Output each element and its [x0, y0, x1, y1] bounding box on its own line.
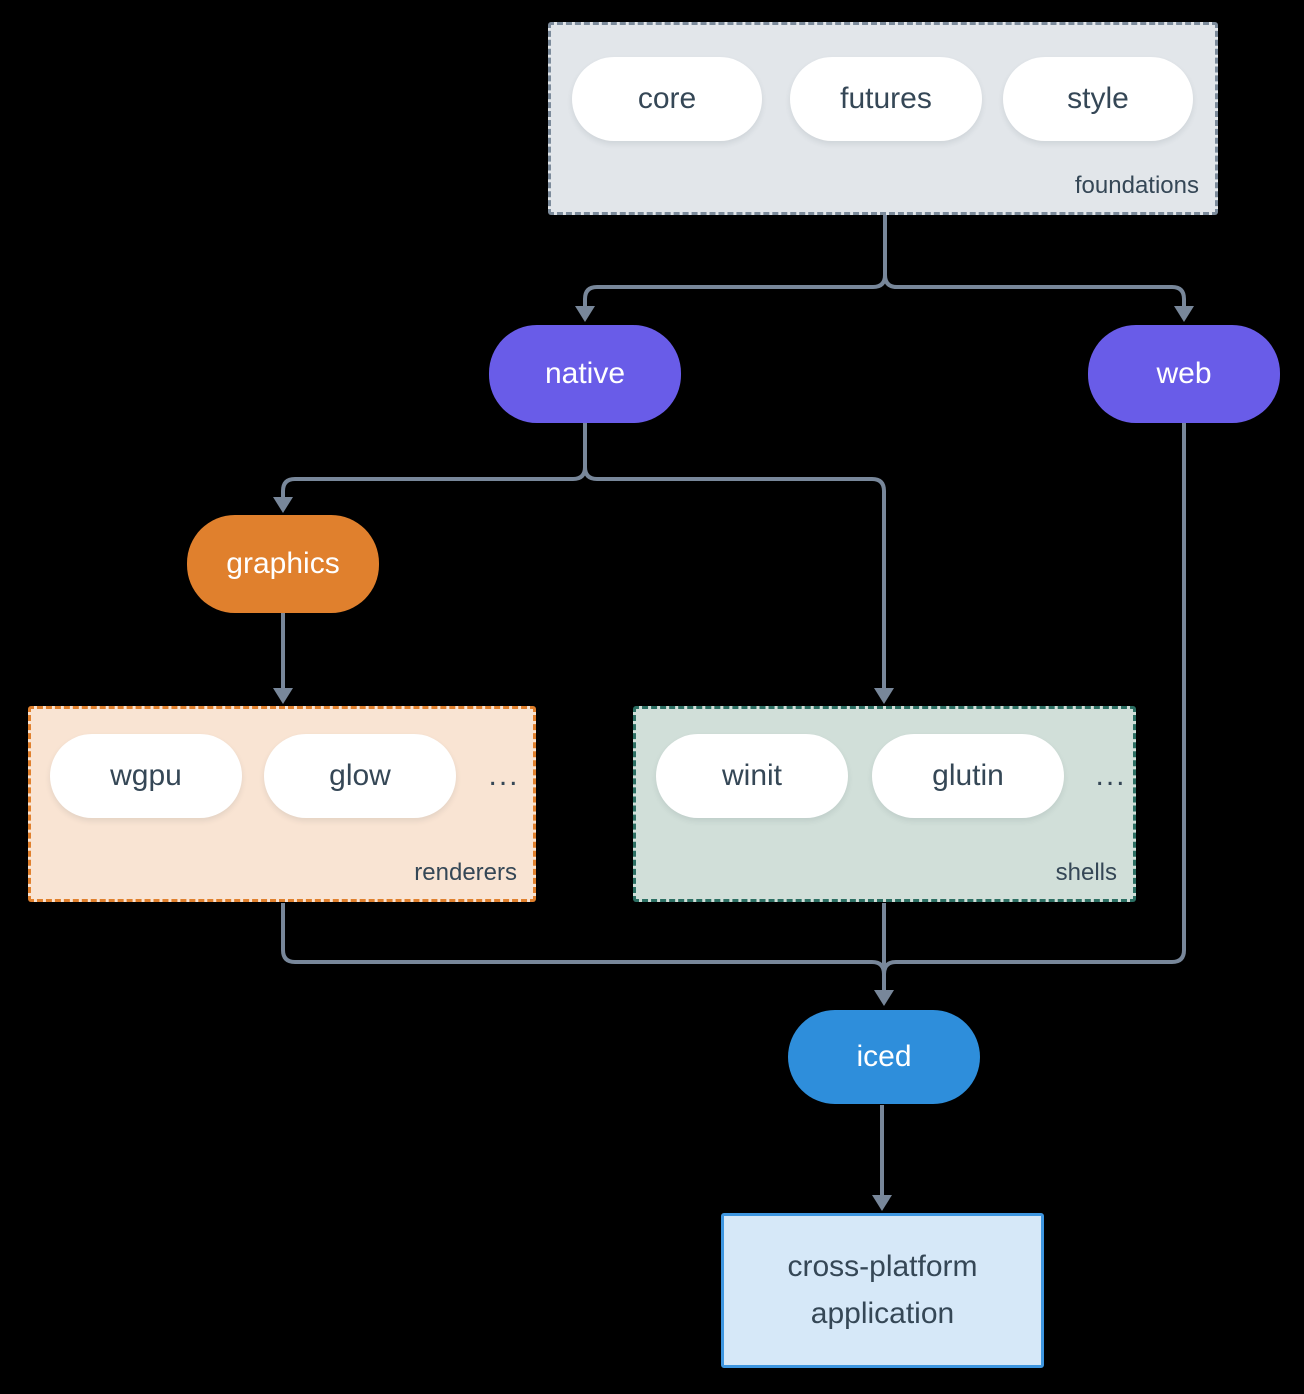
group-renderers-label: renderers: [414, 859, 517, 886]
node-web: web: [1088, 325, 1280, 423]
arrowhead-native: [575, 306, 595, 322]
node-graphics: graphics: [187, 515, 379, 613]
renderers-ellipsis: ...: [488, 759, 520, 792]
edge-native-shells: [583, 423, 886, 688]
node-cross-platform-application: cross-platform application: [721, 1213, 1044, 1368]
edge-foundations-web: [883, 215, 1186, 306]
edge-native-graphics: [281, 423, 587, 497]
arrowhead-renderers: [273, 688, 293, 704]
node-core: core: [572, 57, 762, 141]
shells-ellipsis: ...: [1095, 759, 1127, 792]
arrowhead-web: [1174, 306, 1194, 322]
node-style: style: [1003, 57, 1193, 141]
node-winit: winit: [656, 734, 848, 818]
arrowhead-iced: [874, 990, 894, 1006]
node-futures: futures: [790, 57, 982, 141]
arrowhead-graphics: [273, 497, 293, 513]
node-iced: iced: [788, 1010, 980, 1104]
arrowhead-application: [872, 1195, 892, 1211]
node-wgpu: wgpu: [50, 734, 242, 818]
arrowhead-shells: [874, 688, 894, 704]
node-glutin: glutin: [872, 734, 1064, 818]
application-label-line1: cross-platform: [787, 1250, 978, 1283]
edge-renderers-iced: [281, 903, 886, 975]
edge-foundations-native: [583, 215, 887, 306]
group-foundations-label: foundations: [1074, 172, 1199, 199]
application-label-line2: application: [810, 1296, 955, 1330]
group-shells-label: shells: [1055, 859, 1117, 886]
node-native: native: [489, 325, 681, 423]
node-glow: glow: [264, 734, 456, 818]
